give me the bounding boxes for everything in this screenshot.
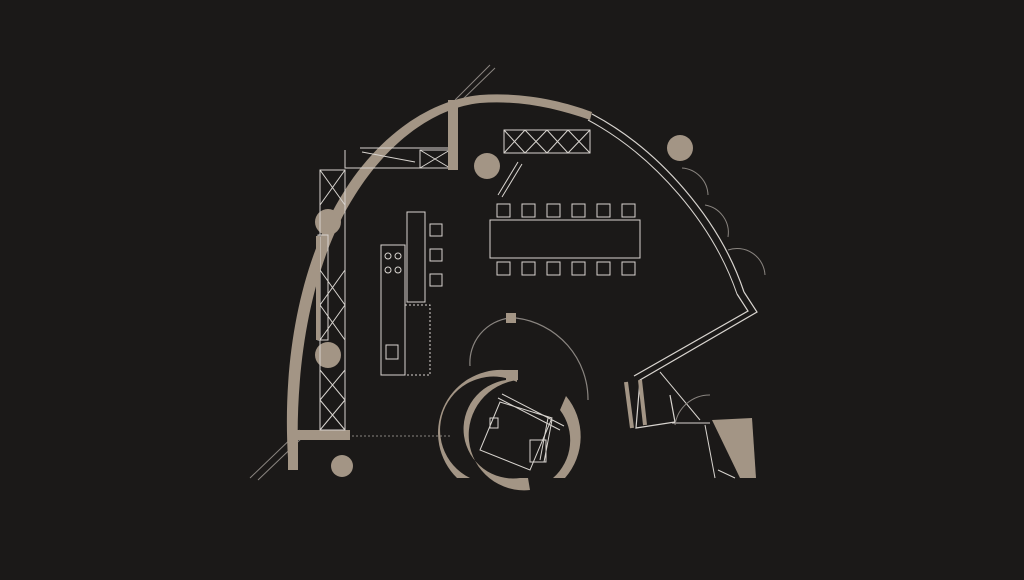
chair: [571, 261, 586, 276]
entry-lines: [704, 424, 736, 479]
storage-top: [497, 129, 591, 198]
round-room-wall-left: [463, 370, 530, 491]
glass-facade: [591, 113, 745, 293]
wall-segment: [448, 100, 458, 170]
dining-set: [489, 203, 641, 276]
chair: [546, 261, 561, 276]
site-line: [249, 64, 496, 481]
sink: [385, 344, 399, 360]
chair: [571, 203, 586, 218]
kitchen-island: [406, 211, 426, 303]
door-swing-2: [704, 204, 729, 238]
entry-wall: [624, 379, 647, 429]
stool: [429, 223, 443, 237]
column: [315, 342, 341, 368]
kitchen-counter: [380, 244, 406, 376]
door-swing-1: [681, 167, 709, 196]
door-swing-entry: [674, 394, 711, 426]
chair: [596, 261, 611, 276]
chair: [496, 261, 511, 276]
south-west-wall: [288, 430, 350, 470]
chair: [521, 203, 536, 218]
column: [331, 455, 353, 477]
dining-table: [489, 219, 641, 259]
chair: [546, 203, 561, 218]
column: [474, 153, 500, 179]
east-wall: [633, 291, 758, 429]
stool: [429, 273, 443, 287]
chair: [496, 203, 511, 218]
chair: [621, 203, 636, 218]
hob: [384, 252, 392, 260]
bathroom-fixtures: [479, 393, 565, 471]
chair: [621, 261, 636, 276]
left-wall-strip: [316, 236, 320, 340]
round-room-ring-right: [553, 396, 581, 478]
column: [315, 209, 341, 235]
chair: [521, 261, 536, 276]
column: [667, 135, 693, 161]
lower-wall: [659, 371, 710, 424]
glass-facade-inner: [587, 119, 738, 295]
chair: [596, 203, 611, 218]
door-post: [506, 313, 516, 323]
kitchen: [380, 211, 443, 376]
round-room-door: [469, 317, 589, 401]
stool: [429, 248, 443, 262]
door-swing-3: [727, 248, 766, 276]
entry-pier: [712, 418, 756, 478]
